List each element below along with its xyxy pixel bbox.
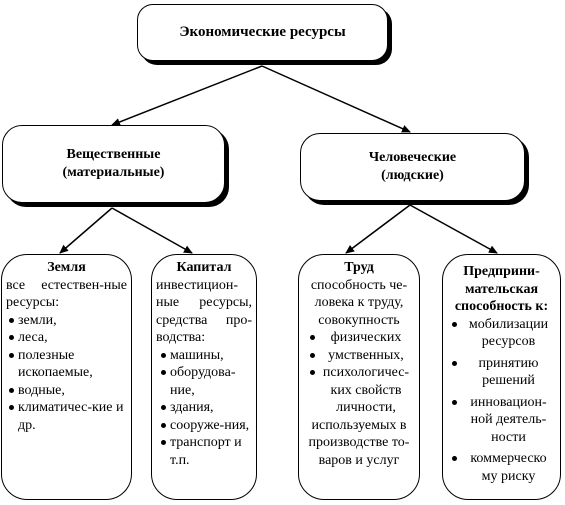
branch-material-title: Вещественные (материальные): [62, 147, 165, 180]
leaf-labor-intro: способность че-ловека к труду, совокупно…: [310, 277, 408, 328]
leaf-capital-list: машины, оборудова-ние, здания, сооруже-н…: [152, 347, 256, 470]
root-title: Экономические ресурсы: [179, 24, 346, 40]
leaf-entrepreneurship: Предприни-мательская способность к: моби…: [442, 254, 561, 500]
leaf-land-title: Земля: [47, 260, 86, 275]
list-item: принятию решений: [452, 355, 556, 390]
branch-material-resources: Вещественные (материальные): [2, 125, 225, 203]
leaf-capital-intro: инвестицион-ные ресурсы, средства про-во…: [156, 277, 252, 346]
leaf-land: Земля все естествен-ные ресурсы: земли, …: [1, 254, 132, 500]
list-item: машины,: [161, 347, 252, 365]
leaf-capital: Капитал инвестицион-ные ресурсы, средств…: [151, 254, 257, 500]
list-item: оборудова-ние,: [161, 364, 252, 399]
arrow-root-to-material: [111, 65, 263, 126]
arrow-material-to-capital: [111, 207, 193, 254]
leaf-labor: Труд способность че-ловека к труду, сово…: [298, 254, 420, 500]
list-item: полезные ископаемые,: [9, 347, 125, 382]
list-item: транспорт и т.п.: [161, 434, 252, 469]
list-item: водные,: [9, 382, 125, 400]
leaf-labor-outro: используемых в производстве то-варов и у…: [308, 417, 410, 468]
leaf-land-intro: все естествен-ные ресурсы:: [6, 277, 127, 311]
leaf-entrepreneurship-title: Предприни-мательская способность к:: [454, 264, 549, 314]
list-item: физических: [310, 329, 413, 347]
list-item: умственных,: [310, 347, 413, 365]
list-item: леса,: [9, 329, 125, 347]
list-item: климатичес-кие и др.: [9, 400, 124, 433]
arrow-human-to-labor: [345, 204, 411, 254]
arrow-material-to-land: [59, 207, 113, 254]
leaf-labor-list: физических умственных, психологичес-ких …: [299, 329, 419, 417]
list-item: здания,: [161, 399, 252, 417]
arrow-human-to-entrepreneurship: [409, 204, 498, 254]
list-item: сооруже-ния,: [161, 417, 252, 435]
leaf-labor-title: Труд: [344, 260, 374, 275]
branch-human-title: Человеческие (людские): [368, 150, 457, 183]
root-node-economic-resources: Экономические ресурсы: [137, 4, 388, 61]
leaf-entrepreneurship-list: мобилизации ресурсов принятию решений ин…: [443, 316, 560, 486]
leaf-capital-title: Капитал: [176, 260, 232, 275]
branch-human-resources: Человеческие (людские): [300, 133, 525, 201]
list-item: мобилизации ресурсов: [452, 316, 556, 351]
arrow-root-to-human: [261, 65, 411, 133]
leaf-land-list: земли, леса, полезные ископаемые, водные…: [2, 312, 131, 435]
list-item: земли,: [9, 312, 125, 330]
list-item: психологичес-ких свойств личности,: [310, 364, 413, 417]
list-item: коммерческо му риску: [452, 450, 556, 485]
list-item: инновацион-ной деятель-ности: [452, 394, 556, 447]
